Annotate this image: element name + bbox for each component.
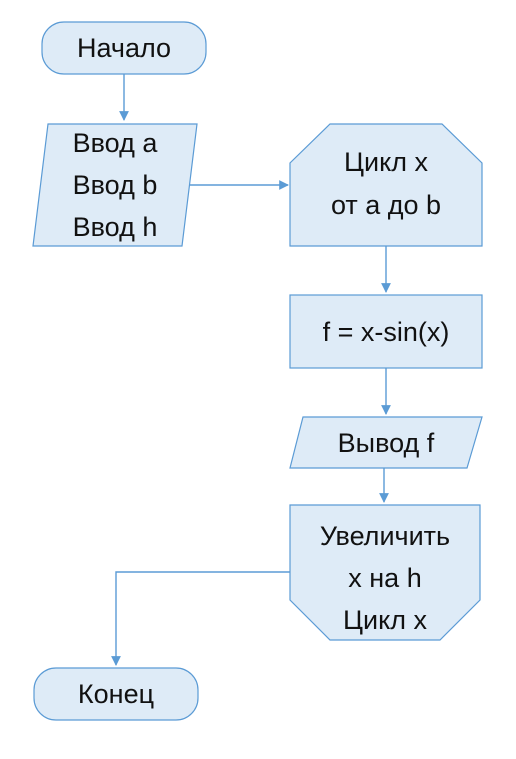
end-node: Конец [33,667,199,721]
loop-begin-line-2: от a до b [331,190,441,220]
loop-end-line-3: Цикл x [343,605,427,635]
loop-end-node: Увеличить x на h Цикл x [289,504,481,641]
loop-end-line-1: Увеличить [320,521,450,551]
input-line-h: Ввод h [73,212,158,242]
end-label: Конец [78,679,154,709]
compute-node: f = x-sin(x) [289,294,483,369]
loop-begin-line-1: Цикл x [344,147,428,177]
loop-begin-node: Цикл x от a до b [289,123,483,247]
start-label: Начало [77,33,171,63]
input-node: Ввод a Ввод b Ввод h [32,123,198,247]
output-node: Вывод f [289,416,483,469]
compute-label: f = x-sin(x) [323,317,450,347]
connector-loop-end-to-end [111,571,290,666]
start-node: Начало [41,21,207,75]
connectors [111,74,391,666]
output-label: Вывод f [338,428,435,458]
loop-end-line-2: x на h [348,563,421,593]
input-line-b: Ввод b [73,170,158,200]
input-line-a: Ввод a [73,128,159,158]
